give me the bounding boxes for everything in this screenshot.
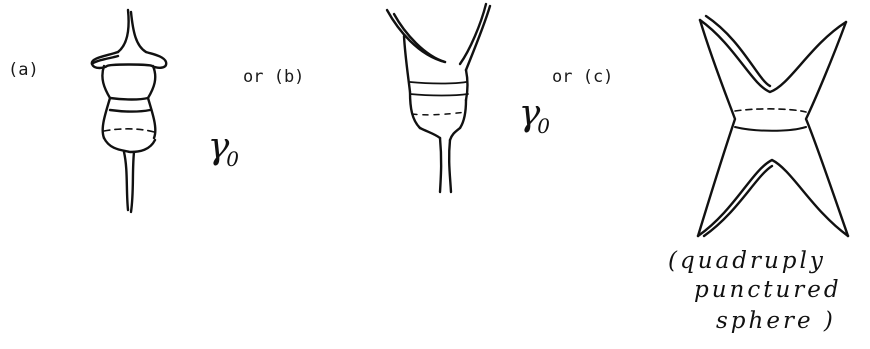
annotation-line-3: sphere ) <box>716 310 836 333</box>
gamma-label-c: γ0 <box>822 106 870 214</box>
gamma-label-b: γ0 <box>473 60 553 168</box>
surface-a <box>92 10 166 212</box>
annotation-line-2: punctured <box>694 279 842 302</box>
annotation-line-1: (quadruply <box>668 250 826 273</box>
gamma-subscript: 0 <box>537 114 550 138</box>
gamma-label-a: γ0 <box>162 93 242 201</box>
gamma-subscript: 0 <box>226 147 239 171</box>
